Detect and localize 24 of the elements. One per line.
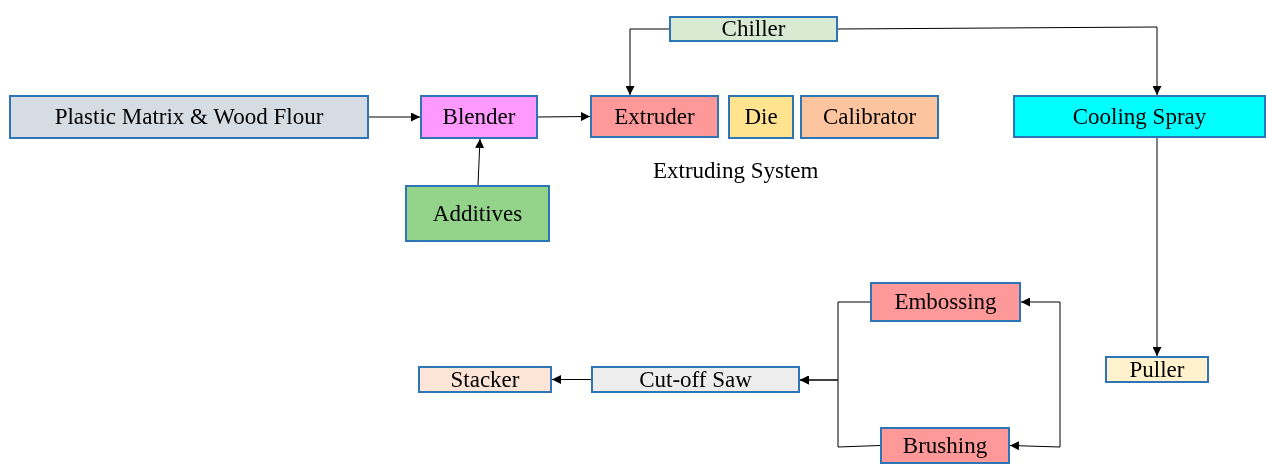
process-box: Embossing (870, 282, 1021, 322)
process-box: Cut-off Saw (591, 366, 800, 393)
arrow (1009, 374, 1061, 451)
arrow (799, 375, 881, 448)
arrow (537, 112, 591, 122)
process-box: Stacker (418, 366, 552, 393)
process-box: Die (728, 95, 794, 139)
arrow (368, 112, 421, 122)
process-box: Brushing (880, 427, 1010, 464)
arrow (1152, 137, 1162, 357)
group-caption: Extruding System (653, 158, 819, 184)
arrow (625, 28, 670, 96)
process-box: Calibrator (800, 95, 939, 139)
input-box: Plastic Matrix & Wood Flour (9, 95, 369, 139)
process-box: Cooling Spray (1013, 95, 1266, 138)
input-box: Additives (405, 185, 550, 242)
arrow (551, 375, 592, 384)
arrow (475, 138, 485, 186)
process-box: Extruder (590, 95, 719, 138)
process-box: Puller (1105, 356, 1209, 383)
process-box: Chiller (669, 16, 838, 42)
arrow (837, 26, 1162, 96)
arrow (1020, 297, 1061, 376)
process-box: Blender (420, 95, 538, 139)
